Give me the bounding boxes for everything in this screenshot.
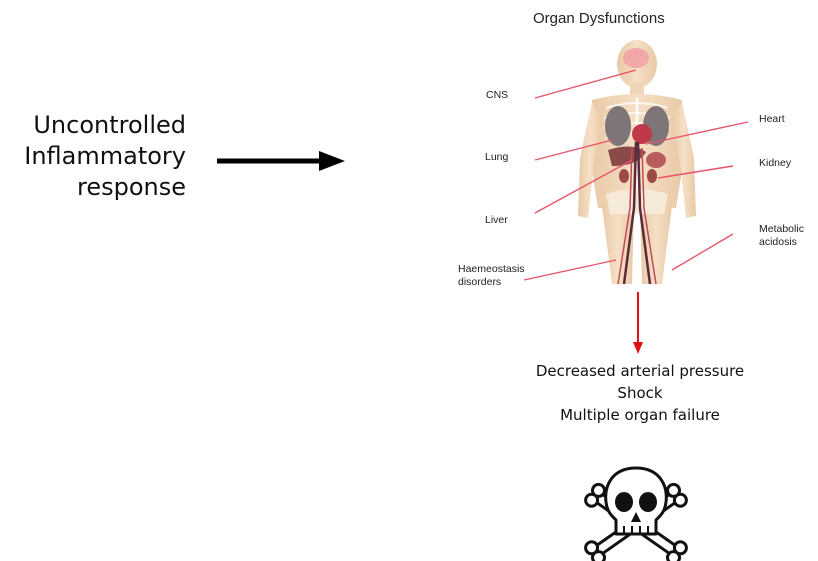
cause-text: Uncontrolled Inflammatory response	[24, 110, 186, 203]
cause-line-1: Uncontrolled	[24, 110, 186, 141]
haemeostasis-line-2: disorders	[458, 276, 501, 288]
organ-label-cns: CNS	[486, 89, 508, 102]
skull-crossbones-icon	[580, 464, 692, 561]
organ-dysfunctions-title: Organ Dysfunctions	[533, 10, 665, 27]
organ-label-metabolic-acidosis: Metabolic acidosis	[759, 223, 804, 249]
outcome-multiple-organ-failure: Multiple organ failure	[490, 404, 790, 426]
outcomes-list: Decreased arterial pressure Shock Multip…	[490, 360, 790, 426]
haemeostasis-line-1: Haemeostasis	[458, 263, 525, 275]
down-arrow-icon	[632, 292, 644, 354]
organ-label-lung: Lung	[485, 151, 508, 164]
cause-line-3: response	[24, 172, 186, 203]
right-arrow-icon	[215, 148, 347, 174]
organ-label-kidney: Kidney	[759, 157, 791, 170]
cause-line-2: Inflammatory	[24, 141, 186, 172]
organ-label-liver: Liver	[485, 214, 508, 227]
organ-label-haemeostasis-disorders: Haemeostasis disorders	[458, 263, 525, 289]
outcome-shock: Shock	[490, 382, 790, 404]
organ-label-heart: Heart	[759, 113, 785, 126]
metabolic-line-2: acidosis	[759, 236, 797, 248]
human-body-icon	[572, 38, 702, 286]
outcome-decreased-pressure: Decreased arterial pressure	[490, 360, 790, 382]
metabolic-line-1: Metabolic	[759, 223, 804, 235]
